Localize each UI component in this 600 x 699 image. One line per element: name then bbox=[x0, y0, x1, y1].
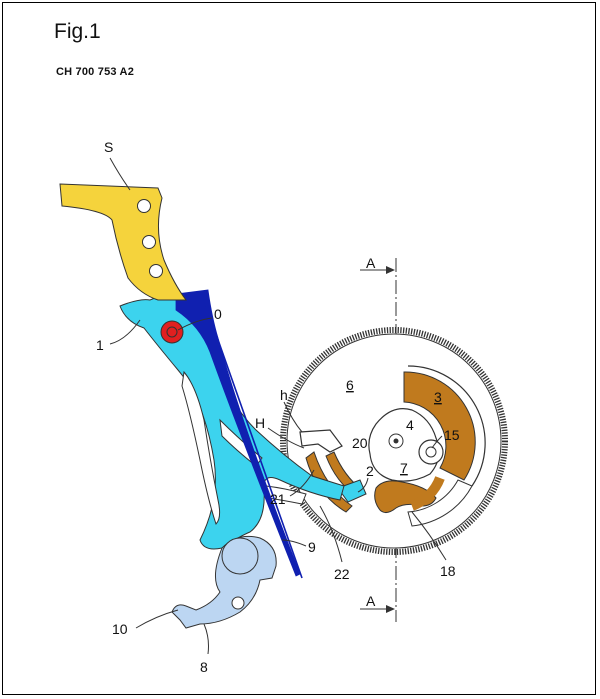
label-a-top: A bbox=[366, 255, 376, 271]
label-21: 21 bbox=[270, 491, 286, 507]
label-9: 9 bbox=[308, 539, 316, 555]
leader-10 bbox=[135, 609, 179, 629]
leader-8 bbox=[203, 623, 209, 655]
label-h: H bbox=[255, 415, 265, 431]
leader-h-small bbox=[283, 401, 303, 433]
cam-18-arc bbox=[410, 476, 445, 511]
heart-cam-7 bbox=[368, 408, 440, 482]
foot-hole bbox=[231, 596, 245, 610]
pivot-0 bbox=[160, 320, 184, 344]
label-0: 0 bbox=[214, 306, 222, 322]
lever-opening-1 bbox=[181, 370, 221, 525]
pivot-15 bbox=[418, 439, 444, 465]
label-s: S bbox=[104, 139, 113, 155]
cam-3-outer-slot bbox=[407, 365, 486, 487]
label-2: 2 bbox=[366, 463, 374, 479]
leader-1 bbox=[109, 319, 141, 345]
label-a-bottom: A bbox=[366, 593, 376, 609]
leader-18 bbox=[411, 511, 447, 561]
patent-number: CH 700 753 A2 bbox=[56, 66, 135, 78]
label-1: 1 bbox=[96, 337, 104, 353]
hammer-hole-3 bbox=[149, 264, 163, 278]
leader-s bbox=[109, 157, 131, 191]
section-arrow-bottom bbox=[360, 605, 395, 613]
figure-title: Fig.1 bbox=[54, 20, 101, 43]
foot-pivot-disc bbox=[221, 537, 259, 575]
leader-9 bbox=[281, 539, 307, 547]
label-4: 4 bbox=[406, 417, 414, 433]
label-3: 3 bbox=[434, 389, 442, 405]
label-10: 10 bbox=[112, 621, 128, 637]
hammer-s bbox=[59, 183, 187, 301]
label-8: 8 bbox=[200, 659, 208, 675]
cam-3 bbox=[403, 371, 476, 481]
label-15: 15 bbox=[444, 427, 460, 443]
lever-tip-2 bbox=[337, 479, 367, 503]
label-7: 7 bbox=[400, 460, 408, 476]
label-h-small: h bbox=[280, 387, 288, 403]
toothed-wheel-teeth bbox=[280, 327, 508, 555]
leader-22 bbox=[319, 505, 343, 563]
section-arrow-top bbox=[360, 266, 395, 274]
leader-21 bbox=[289, 469, 315, 497]
leader-h bbox=[267, 427, 305, 449]
leader-0 bbox=[177, 317, 213, 331]
pivot-4 bbox=[388, 433, 404, 449]
hammer-hole-2 bbox=[142, 235, 156, 249]
label-18: 18 bbox=[440, 563, 456, 579]
hammer-head-h bbox=[299, 429, 343, 453]
leader-15 bbox=[431, 435, 443, 449]
wheel-slot-lower bbox=[407, 479, 473, 527]
leader-2 bbox=[357, 477, 369, 493]
spring-wire-9 bbox=[203, 299, 303, 579]
label-22: 22 bbox=[334, 566, 350, 582]
hammer-hole-1 bbox=[137, 199, 151, 213]
label-6: 6 bbox=[346, 377, 354, 393]
label-20: 20 bbox=[352, 435, 368, 451]
